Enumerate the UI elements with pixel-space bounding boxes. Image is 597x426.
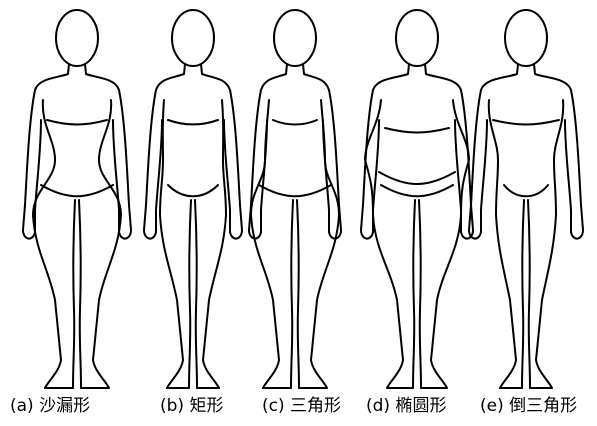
arm-inner — [35, 120, 41, 232]
body-side — [489, 100, 522, 388]
caption-e: (e) 倒三角形 — [480, 396, 577, 416]
leg-inner — [195, 200, 197, 388]
body-side — [299, 100, 339, 388]
leg-inner — [522, 200, 524, 388]
arm-outline — [85, 64, 131, 239]
silhouette-a — [23, 10, 131, 388]
arm-outline — [23, 64, 69, 239]
arm-inner — [224, 120, 230, 232]
captions: (a) 沙漏形 (b) 矩形 (c) 三角形 (d) 椭圆形 (e) 倒三角形 — [10, 396, 577, 416]
arm-inner — [565, 120, 571, 232]
pelvis-line — [381, 185, 453, 196]
caption-b: (b) 矩形 — [160, 396, 223, 416]
silhouette-d — [361, 10, 473, 388]
leg-inner — [73, 200, 75, 388]
pelvis-line — [259, 185, 331, 196]
arm-outline — [534, 64, 583, 239]
pelvis-line — [41, 185, 113, 196]
head — [172, 10, 214, 66]
chest-line — [47, 120, 107, 125]
body-side — [251, 100, 291, 388]
arm-outline — [144, 64, 185, 239]
head — [56, 10, 98, 66]
body-side — [197, 100, 226, 388]
silhouette-e — [469, 10, 583, 388]
leg-inner — [419, 200, 421, 388]
belly-line — [379, 172, 455, 184]
leg-inner — [189, 200, 191, 388]
body-side — [421, 100, 469, 388]
body-side — [530, 100, 563, 388]
chest-line — [385, 128, 449, 133]
chest-line — [168, 120, 218, 125]
arm-outline — [425, 64, 473, 239]
caption-a: (a) 沙漏形 — [10, 396, 90, 416]
caption-d: (d) 椭圆形 — [366, 396, 446, 416]
head — [505, 10, 547, 66]
body-silhouettes — [23, 10, 583, 388]
body-side — [365, 100, 413, 388]
leg-inner — [79, 200, 81, 388]
leg-inner — [413, 200, 415, 388]
arm-outline — [361, 64, 409, 239]
head — [396, 10, 438, 66]
leg-inner — [291, 200, 293, 388]
silhouette-c — [249, 10, 341, 388]
chest-line — [493, 120, 559, 125]
arm-inner — [156, 120, 162, 232]
body-side — [81, 100, 121, 388]
arm-outline — [249, 64, 287, 239]
pelvis-line — [168, 185, 218, 196]
caption-c: (c) 三角形 — [262, 396, 341, 416]
arm-inner — [481, 120, 487, 232]
arm-inner — [113, 120, 119, 232]
body-side — [33, 100, 73, 388]
arm-outline — [303, 64, 341, 239]
body-side — [160, 100, 189, 388]
leg-inner — [528, 200, 530, 388]
arm-outline — [469, 64, 518, 239]
pelvis-line — [504, 185, 548, 196]
silhouette-b — [144, 10, 242, 388]
arm-outline — [201, 64, 242, 239]
leg-inner — [297, 200, 299, 388]
chest-line — [273, 120, 317, 125]
head — [274, 10, 316, 66]
